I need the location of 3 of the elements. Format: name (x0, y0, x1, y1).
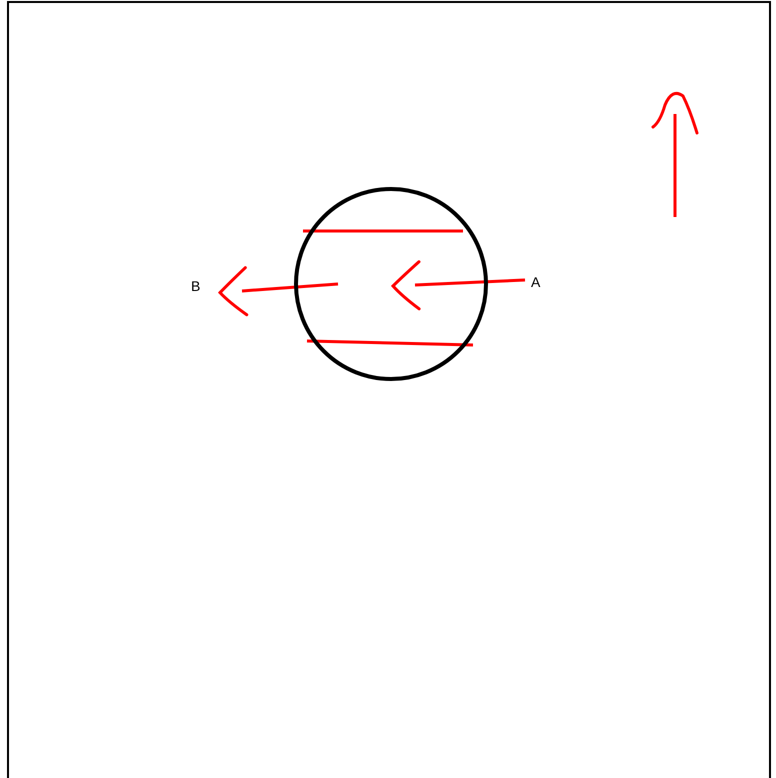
point-label: A (531, 274, 545, 290)
circle-outline (294, 187, 488, 381)
point-label: B (191, 278, 205, 294)
